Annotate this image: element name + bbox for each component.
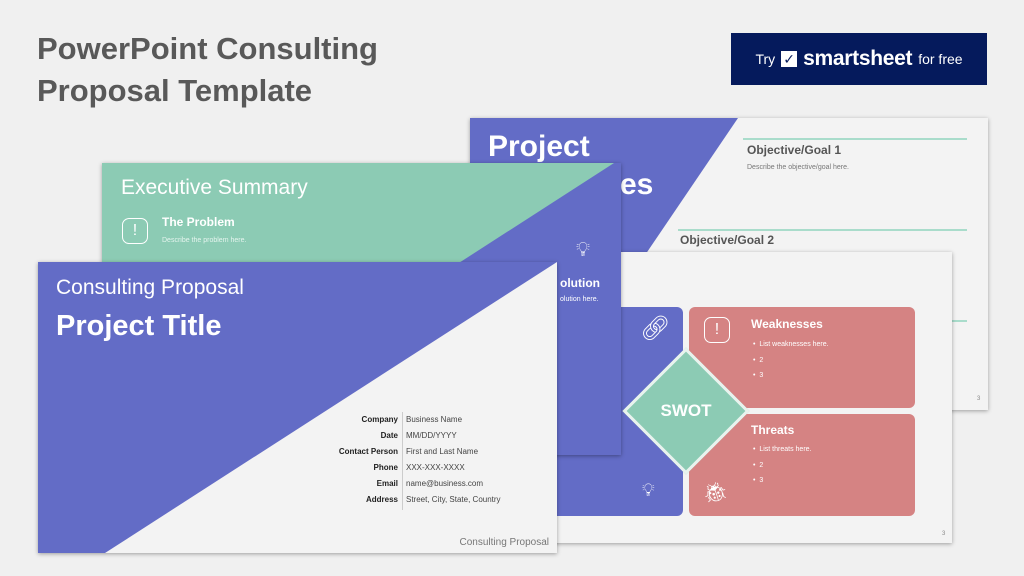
field-value: Street, City, State, Country bbox=[406, 495, 501, 504]
threat-item: 3 bbox=[759, 477, 764, 484]
threat-item: List threats here. bbox=[759, 446, 812, 453]
goal1-desc: Describe the objective/goal here. bbox=[747, 164, 849, 171]
threats-list: • List threats here. • 2 • 3 bbox=[753, 446, 812, 484]
field-label: Phone bbox=[373, 463, 398, 472]
solution-title: olution bbox=[560, 276, 600, 290]
field-label: Company bbox=[361, 415, 398, 424]
page-number: 3 bbox=[977, 396, 981, 402]
slide-cover-shape bbox=[38, 262, 557, 553]
warning-icon: ! bbox=[704, 317, 730, 343]
field-value: First and Last Name bbox=[406, 447, 479, 456]
weakness-item: 3 bbox=[759, 372, 764, 379]
cover-title: Project Title bbox=[56, 310, 222, 342]
field-value: XXX-XXX-XXXX bbox=[406, 463, 465, 472]
field-value: Business Name bbox=[406, 415, 463, 424]
threats-title: Threats bbox=[751, 423, 795, 437]
field-value: MM/DD/YYYY bbox=[406, 431, 457, 440]
cta-brand: smartsheet bbox=[803, 47, 913, 70]
threat-item: 2 bbox=[759, 461, 764, 469]
objectives-heading: Project bbox=[488, 130, 590, 163]
bug-icon: 🐞︎ bbox=[703, 482, 729, 504]
weakness-item: List weaknesses here. bbox=[759, 341, 829, 348]
field-label: Date bbox=[380, 431, 398, 440]
link-icon: 🔗︎ bbox=[640, 315, 671, 342]
solution-desc: olution here. bbox=[560, 296, 599, 303]
goal2-title: Objective/Goal 2 bbox=[680, 233, 775, 247]
field-value: name@business.com bbox=[406, 479, 484, 488]
field-label: Contact Person bbox=[338, 447, 398, 456]
weaknesses-list: • List weaknesses here. • 2 • 3 bbox=[753, 341, 829, 379]
field-label: Email bbox=[376, 479, 398, 488]
cover-footer: Consulting Proposal bbox=[459, 537, 550, 548]
warning-icon: ! bbox=[122, 218, 148, 244]
page-title: PowerPoint Consulting Proposal Template bbox=[37, 31, 378, 108]
objectives-heading-cont: es bbox=[620, 168, 654, 201]
lightbulb-icon: 💡︎ bbox=[642, 480, 655, 500]
weaknesses-title: Weaknesses bbox=[751, 317, 823, 331]
cta-for-free: for free bbox=[918, 51, 963, 67]
lightbulb-icon: 💡︎ bbox=[576, 239, 590, 261]
cover-subtitle: Consulting Proposal bbox=[56, 276, 244, 299]
exec-title: Executive Summary bbox=[121, 176, 308, 199]
cta-try: Try bbox=[755, 51, 776, 67]
smartsheet-check-icon: ✓ bbox=[781, 51, 798, 67]
swot-label: SWOT bbox=[660, 401, 712, 420]
problem-desc: Describe the problem here. bbox=[162, 237, 247, 244]
slide-cover: Consulting Proposal Project Title Compan… bbox=[38, 262, 557, 553]
weakness-item: 2 bbox=[759, 356, 764, 364]
field-label: Address bbox=[365, 495, 398, 504]
goal1-title: Objective/Goal 1 bbox=[747, 143, 842, 157]
try-smartsheet-button[interactable]: Try ✓ smartsheet for free bbox=[731, 33, 987, 85]
problem-title: The Problem bbox=[162, 215, 235, 229]
page-number: 3 bbox=[942, 531, 946, 537]
